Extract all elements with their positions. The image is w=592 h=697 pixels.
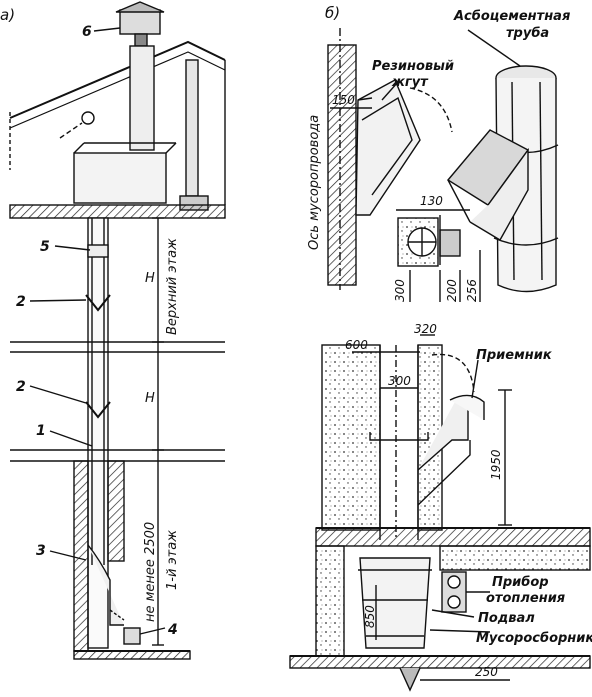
dim-150: 150 bbox=[332, 93, 355, 107]
first-floor-min-label: не менее 2500 bbox=[143, 522, 158, 622]
chute-axis-label: Ось мусоропровода bbox=[307, 115, 322, 250]
callout-5: 5 bbox=[40, 239, 50, 255]
dim-H-upper: Н bbox=[145, 271, 155, 286]
dim-320: 320 bbox=[414, 322, 437, 336]
panel-b-upper-detail bbox=[327, 28, 559, 302]
dim-300-bottom: 300 bbox=[388, 374, 411, 388]
panel-b-lower-section bbox=[289, 334, 591, 692]
callout-6: 6 bbox=[82, 24, 92, 40]
callout-4: 4 bbox=[167, 622, 178, 638]
callout-3: 3 bbox=[36, 543, 46, 559]
panel-b-label: б) bbox=[325, 4, 340, 22]
dim-256: 256 bbox=[465, 279, 479, 302]
callout-2-lower: 2 bbox=[16, 379, 26, 395]
dim-H-lower: Н bbox=[145, 391, 155, 406]
receiver-label: Приемник bbox=[476, 348, 553, 363]
dim-850: 850 bbox=[363, 605, 377, 628]
first-floor-label: 1-й этаж bbox=[165, 530, 180, 590]
dim-130: 130 bbox=[420, 194, 443, 208]
dim-600: 600 bbox=[345, 338, 368, 352]
dim-1950: 1950 bbox=[489, 449, 503, 480]
dim-250: 250 bbox=[475, 665, 498, 679]
heater-label: Прибор отопления bbox=[486, 575, 565, 606]
rubber-band-label: Резиновый жгут bbox=[372, 59, 459, 90]
panel-a-building-section bbox=[9, 1, 226, 660]
callout-2-upper: 2 bbox=[16, 294, 26, 310]
basement-label: Подвал bbox=[478, 611, 535, 626]
callout-1: 1 bbox=[36, 423, 46, 439]
panel-a-label: а) bbox=[0, 6, 15, 24]
collector-label: Мусоросборник bbox=[476, 631, 592, 646]
asbestos-pipe-label: Асбоцементная труба bbox=[453, 9, 575, 41]
top-floor-label: Верхний этаж bbox=[165, 238, 180, 335]
dim-300-top: 300 bbox=[393, 279, 407, 302]
dim-200: 200 bbox=[445, 279, 459, 302]
